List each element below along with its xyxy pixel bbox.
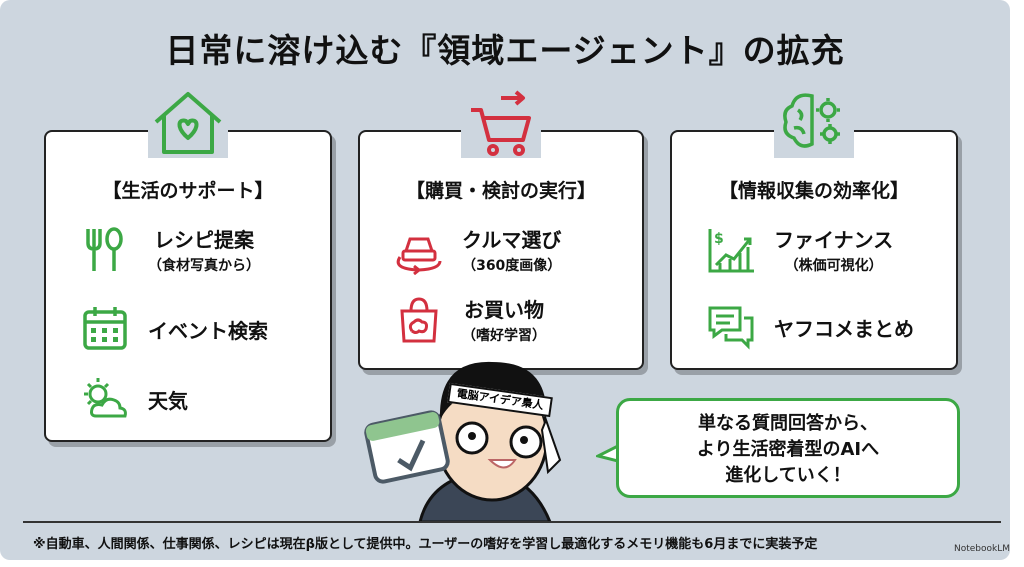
car-360-icon: [396, 237, 442, 275]
fork-spoon-icon: [86, 226, 123, 271]
list-item: レシピ提案 （食材写真から）: [80, 224, 260, 275]
cart-arrow-icon: [461, 88, 541, 158]
item-label: 天気: [148, 388, 188, 413]
list-item: イベント検索: [80, 304, 268, 354]
card-heading: 【情報収集の効率化】: [718, 180, 909, 202]
speech-bubble: 単なる質問回答から、 より生活密着型のAIへ 進化していく！: [616, 398, 960, 498]
item-label: お買い物: [464, 298, 544, 322]
list-item: 天気: [80, 374, 188, 424]
item-sublabel: （株価可視化）: [784, 258, 883, 274]
item-label: レシピ提案: [154, 228, 254, 252]
item-sublabel: （食材写真から）: [148, 258, 260, 274]
slide: 日常に溶け込む『領域エージェント』の拡充 【生活のサポート】 レシピ提案 （食材写…: [0, 0, 1010, 560]
item-label: ファイナンス: [774, 228, 894, 252]
bubble-line: 進化していく！: [725, 465, 851, 486]
house-heart-icon: [148, 88, 228, 158]
card-heading: 【生活のサポート】: [102, 180, 274, 202]
item-sublabel: （360度画像）: [462, 258, 562, 274]
calendar-check-icon: [364, 410, 450, 484]
list-item: お買い物 （嗜好学習）: [394, 294, 546, 345]
brain-gear-icon: [774, 88, 854, 158]
list-item: ヤフコメまとめ: [706, 302, 914, 352]
card-information: 【情報収集の効率化】 $ ファイナンス （株価可視化） ヤフコメまとめ: [670, 88, 958, 370]
calendar-icon: [83, 307, 127, 350]
footnote: ※自動車、人間関係、仕事関係、レシピは現在β版として提供中。ユーザーの嗜好を学習…: [33, 537, 818, 552]
bubble-line: より生活密着型のAIへ: [696, 439, 880, 460]
card-heading: 【購買・検討の実行】: [405, 180, 596, 202]
page-title: 日常に溶け込む『領域エージェント』の拡充: [165, 31, 845, 70]
card-life-support: 【生活のサポート】 レシピ提案 （食材写真から） イベント検索 天気: [44, 88, 332, 442]
card-purchase: 【購買・検討の実行】 クルマ選び （360度画像） お買い物 （嗜好学習）: [358, 88, 644, 370]
character-illustration: [364, 361, 562, 522]
shopping-bag-brain-icon: [400, 296, 438, 342]
list-item: $ ファイナンス （株価可視化）: [706, 224, 893, 275]
item-label: クルマ選び: [462, 228, 562, 252]
chat-bubbles-icon: [708, 306, 754, 350]
sun-cloud-icon: [84, 378, 127, 418]
item-label: イベント検索: [148, 318, 268, 343]
item-label: ヤフコメまとめ: [774, 316, 914, 341]
stock-chart-icon: $: [708, 228, 754, 272]
bubble-line: 単なる質問回答から、: [698, 413, 878, 434]
svg-text:$: $: [714, 231, 724, 247]
brand-watermark: NotebookLM: [953, 544, 1010, 554]
item-sublabel: （嗜好学習）: [462, 328, 546, 344]
divider: [23, 521, 1001, 523]
list-item: クルマ選び （360度画像）: [394, 224, 561, 275]
